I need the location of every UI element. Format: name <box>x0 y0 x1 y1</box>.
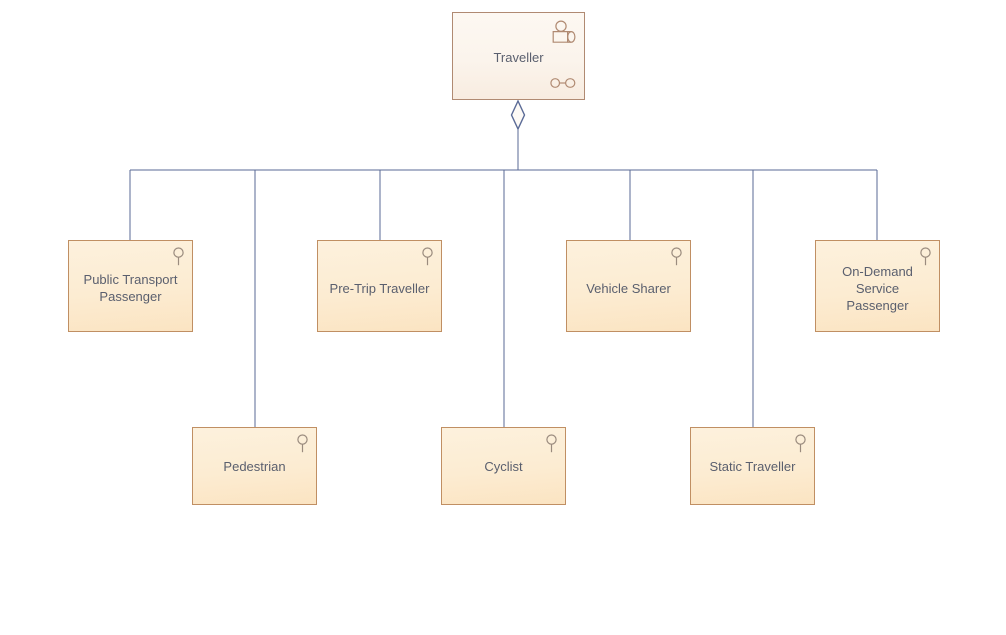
node-on-demand-service-passenger[interactable]: On-Demand Service Passenger <box>815 240 940 332</box>
node-label: Pedestrian <box>223 458 286 474</box>
business-role-icon <box>550 77 576 89</box>
node-label: Pre-Trip Traveller <box>329 280 430 296</box>
node-static-traveller[interactable]: Static Traveller <box>690 427 815 505</box>
node-label: Static Traveller <box>709 458 796 474</box>
stakeholder-icon <box>545 434 558 453</box>
node-pre-trip-traveller[interactable]: Pre-Trip Traveller <box>317 240 442 332</box>
stakeholder-icon <box>794 434 807 453</box>
node-label: On-Demand Service Passenger <box>842 263 913 313</box>
stakeholder-icon <box>421 247 434 266</box>
node-label: Cyclist <box>484 458 523 474</box>
node-public-transport-passenger[interactable]: Public Transport Passenger <box>68 240 193 332</box>
node-label: Traveller <box>493 49 544 65</box>
stakeholder-icon <box>296 434 309 453</box>
node-pedestrian[interactable]: Pedestrian <box>192 427 317 505</box>
node-label: Vehicle Sharer <box>586 280 671 296</box>
stakeholder-icon <box>172 247 185 266</box>
node-traveller[interactable]: Traveller <box>452 12 585 100</box>
stakeholder-icon <box>670 247 683 266</box>
business-actor-icon <box>550 20 576 44</box>
stakeholder-icon <box>919 247 932 266</box>
node-cyclist[interactable]: Cyclist <box>441 427 566 505</box>
aggregation-diamond <box>510 99 526 131</box>
node-vehicle-sharer[interactable]: Vehicle Sharer <box>566 240 691 332</box>
node-label: Public Transport Passenger <box>83 272 178 304</box>
